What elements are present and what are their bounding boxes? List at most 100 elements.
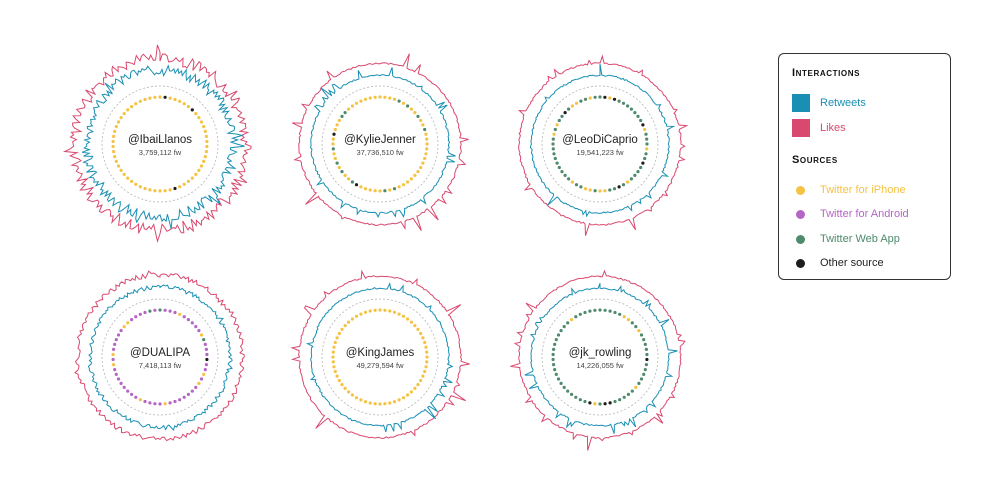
source-dot-iphone	[603, 189, 607, 193]
source-dot-iphone	[378, 95, 382, 99]
source-dot-iphone	[413, 173, 417, 177]
source-dot-iphone	[173, 97, 177, 102]
source-dot-iphone	[182, 182, 186, 186]
source-dot-web	[626, 392, 631, 396]
source-dot-iphone	[168, 188, 172, 192]
source-dot-iphone	[570, 104, 575, 108]
source-dot-iphone	[205, 144, 209, 149]
source-dot-iphone	[343, 324, 347, 328]
source-dot-web	[416, 114, 420, 118]
source-dot-iphone	[202, 372, 206, 376]
source-dot-iphone	[126, 108, 130, 112]
source-dot-iphone	[122, 172, 126, 176]
source-dot-iphone	[130, 179, 134, 183]
source-dot-iphone	[331, 350, 335, 354]
source-dot-iphone	[373, 189, 377, 193]
source-dot-web	[630, 389, 634, 393]
source-dot-iphone	[378, 308, 382, 312]
source-dot-web	[562, 385, 566, 389]
source-dot-iphone	[178, 185, 182, 189]
source-dot-web	[598, 308, 602, 312]
source-dot-iphone	[354, 314, 359, 318]
source-dot-android	[182, 395, 186, 399]
source-dot-iphone	[111, 144, 115, 149]
source-dot-web	[579, 185, 583, 189]
source-dot-iphone	[359, 398, 363, 402]
source-dot-web	[629, 107, 634, 111]
source-dot-iphone	[186, 105, 190, 109]
source-dot-iphone	[637, 329, 641, 333]
source-dot-other	[588, 401, 592, 405]
source-dot-iphone	[340, 327, 344, 331]
source-dot-android	[203, 368, 207, 372]
likes-series	[74, 270, 245, 442]
source-dot-iphone	[158, 95, 162, 99]
source-dot-iphone	[350, 317, 354, 321]
source-dot-web	[634, 325, 638, 329]
source-dot-iphone	[359, 99, 363, 103]
source-dot-iphone	[130, 105, 134, 109]
source-dot-iphone	[425, 147, 429, 151]
source-dot-iphone	[401, 101, 406, 105]
source-dot-web	[553, 156, 557, 161]
source-dot-web	[553, 127, 557, 132]
source-dot-web	[350, 180, 354, 184]
source-dot-web	[644, 152, 648, 156]
source-dot-web	[553, 342, 557, 346]
source-dot-iphone	[383, 95, 387, 99]
source-dot-android	[190, 321, 194, 325]
source-dot-web	[643, 368, 647, 372]
source-dot-android	[203, 342, 207, 346]
source-dot-iphone	[343, 386, 347, 390]
source-dot-iphone	[588, 188, 592, 192]
source-dot-web	[551, 142, 555, 146]
retweets-series	[305, 282, 454, 433]
source-dot-android	[190, 389, 194, 393]
source-dot-android	[148, 401, 152, 405]
retweets-series	[81, 64, 245, 229]
source-dot-web	[566, 389, 570, 393]
source-dot-web	[335, 161, 339, 165]
source-dot-iphone	[347, 107, 351, 111]
source-dot-iphone	[197, 116, 201, 120]
source-dot-web	[552, 347, 556, 351]
source-dot-web	[552, 363, 556, 367]
source-dot-web	[560, 114, 564, 118]
source-dot-web	[555, 161, 559, 165]
source-dot-web	[557, 118, 561, 123]
guide-circle	[321, 85, 439, 203]
source-dot-other	[608, 401, 612, 405]
follower-count: 14,226,055 fw	[576, 361, 624, 370]
retweets-series	[87, 284, 233, 431]
source-dot-iphone	[337, 118, 341, 123]
source-dot-iphone	[113, 155, 117, 159]
source-dot-iphone	[363, 97, 368, 101]
source-dot-web	[340, 114, 344, 118]
source-dot-android	[116, 377, 121, 381]
source-dot-web	[559, 329, 563, 333]
source-dot-iphone	[138, 99, 142, 103]
source-dot-iphone	[178, 99, 182, 103]
source-dot-iphone	[634, 385, 638, 389]
source-dot-iphone	[347, 320, 351, 324]
source-dot-other	[332, 132, 336, 136]
legend-item-other: Other source	[792, 254, 884, 272]
source-dot-web	[608, 188, 612, 192]
source-dot-web	[202, 338, 206, 342]
source-dot-iphone	[383, 308, 387, 312]
source-dot-web	[567, 177, 571, 181]
source-dot-web	[559, 381, 563, 385]
source-dot-android	[178, 398, 182, 402]
source-dot-iphone	[643, 127, 647, 132]
source-dot-other	[641, 161, 645, 165]
source-dot-iphone	[392, 400, 397, 404]
account-handle: @IbaiLlanos	[128, 134, 192, 146]
source-dot-iphone	[421, 336, 425, 340]
source-dot-iphone	[203, 155, 207, 159]
source-dot-web	[593, 95, 597, 99]
source-dot-android	[186, 318, 190, 322]
legend-label-android: Twitter for Android	[820, 208, 909, 220]
